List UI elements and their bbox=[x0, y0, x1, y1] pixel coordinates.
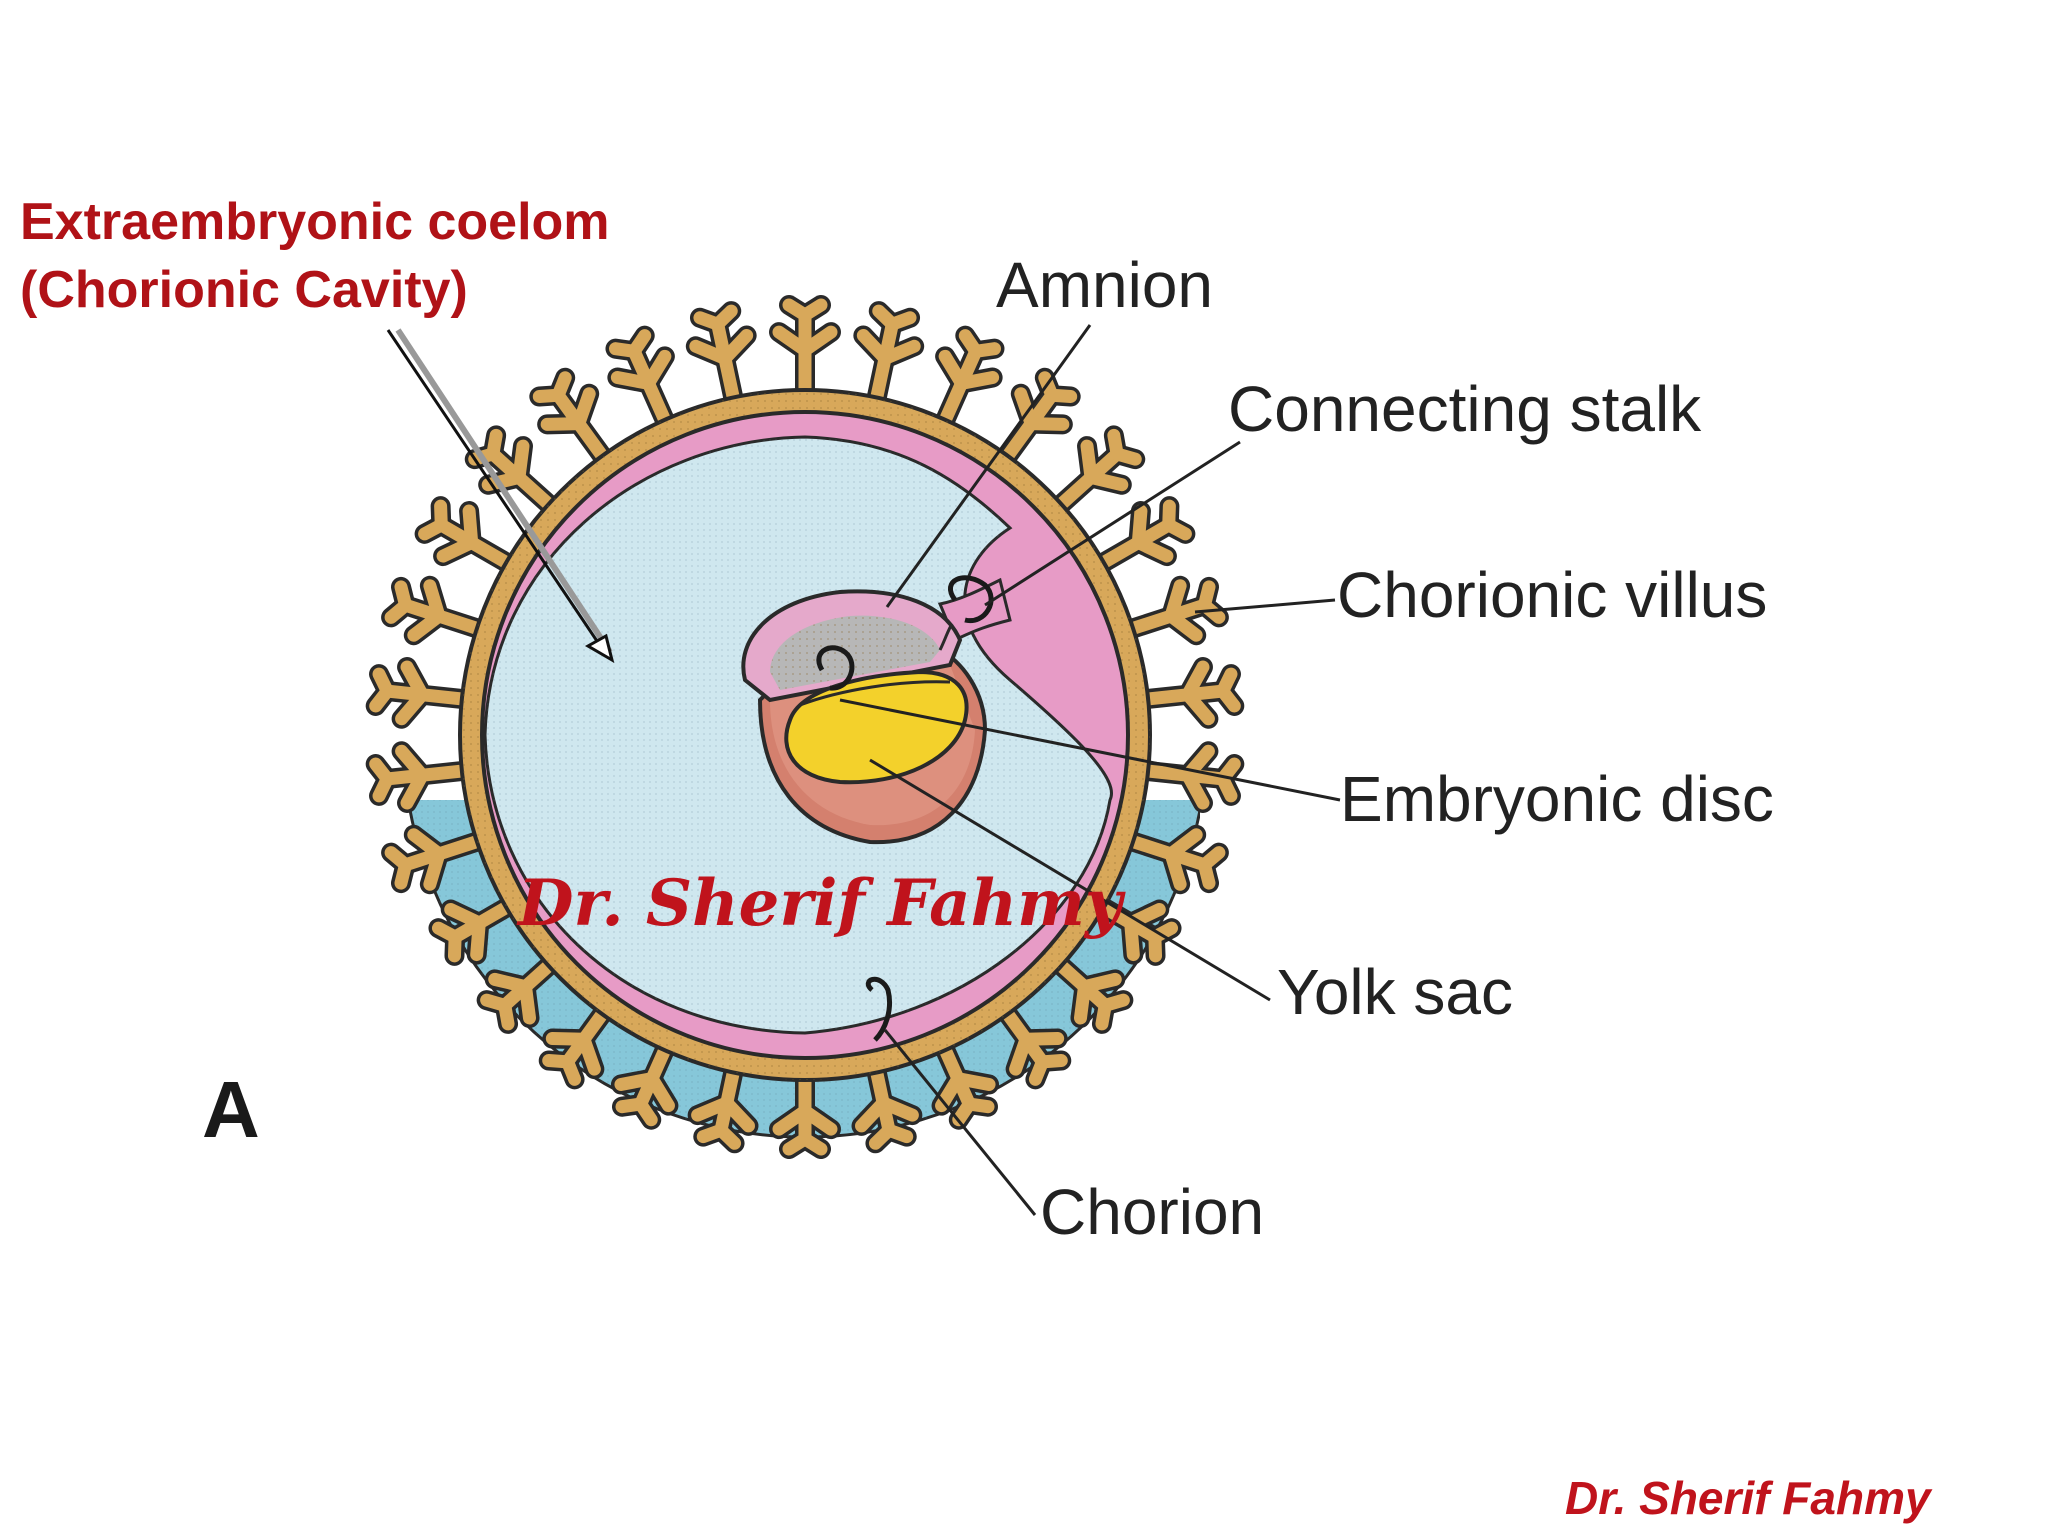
chorionic-villus-branch bbox=[993, 367, 1081, 472]
leader-embryonic-disc bbox=[839, 698, 1341, 802]
chorionic-villus-branch bbox=[381, 824, 494, 895]
leader-lines bbox=[839, 324, 1341, 1216]
chorionic-villus-branch bbox=[538, 998, 617, 1090]
footer-credit: Dr. Sherif Fahmy bbox=[1565, 1472, 1931, 1524]
chorionic-villus-branch bbox=[1087, 496, 1196, 576]
chorionic-villus-branch bbox=[853, 301, 925, 415]
chorionic-villus-branch bbox=[428, 894, 523, 966]
label-amnion: Amnion bbox=[996, 249, 1213, 321]
chorionic-villus-branch bbox=[1131, 741, 1245, 813]
label-chorionic-villus: Chorionic villus bbox=[1337, 559, 1768, 631]
chorionic-villus-branch bbox=[1046, 425, 1146, 519]
chorionic-villus-branch bbox=[1046, 951, 1134, 1034]
leader-yolk-sac bbox=[869, 758, 1271, 1002]
chorionic-villus-branch bbox=[1116, 575, 1229, 646]
title-arrow bbox=[386, 328, 615, 664]
chorionic-villus-branch bbox=[476, 951, 564, 1034]
label-chorion: Chorion bbox=[1040, 1176, 1265, 1248]
chorionic-villus-branch bbox=[1131, 657, 1245, 729]
title-line-2: (Chorionic Cavity) bbox=[20, 261, 468, 319]
label-connecting-stalk: Connecting stalk bbox=[1228, 373, 1702, 445]
watermark-signature: Dr. Sherif Fahmy bbox=[518, 866, 1123, 941]
chorionic-villus-branch bbox=[1116, 824, 1229, 895]
chorionic-villus-branch bbox=[610, 1033, 679, 1130]
chorionic-villi-group bbox=[365, 295, 1245, 1159]
ring-markers bbox=[816, 575, 994, 1042]
label-embryonic-disc: Embryonic disc bbox=[1340, 763, 1774, 835]
chorionic-villus-branch bbox=[687, 1055, 759, 1154]
chorionic-villus-branch bbox=[993, 998, 1072, 1090]
chorionic-villus-branch bbox=[932, 325, 1005, 437]
panel-letter: A bbox=[202, 1065, 260, 1154]
chorionic-villus-branch bbox=[365, 657, 479, 729]
chorionic-villus-branch bbox=[685, 301, 757, 415]
label-yolk-sac: Yolk sac bbox=[1277, 956, 1513, 1028]
chorionic-villus-branch bbox=[769, 295, 841, 407]
leader-chorionic-villus bbox=[1194, 598, 1336, 614]
leader-connecting-stalk bbox=[984, 440, 1241, 607]
chorionic-villus-branch bbox=[365, 741, 479, 813]
chorionic-villus-branch bbox=[464, 425, 564, 519]
title-line-1: Extraembryonic coelom bbox=[20, 193, 610, 251]
chorionic-villus-branch bbox=[529, 367, 617, 472]
leader-amnion bbox=[885, 324, 1092, 608]
chorionic-villus-branch bbox=[605, 325, 678, 437]
chorionic-villus-branch bbox=[851, 1055, 923, 1154]
chorionic-villus-branch bbox=[381, 575, 494, 646]
leader-chorion bbox=[883, 1029, 1037, 1216]
embryonic-disc-shape bbox=[784, 623, 969, 785]
chorionic-villus-branch bbox=[414, 496, 523, 576]
chorionic-villus-branch bbox=[769, 1063, 841, 1159]
